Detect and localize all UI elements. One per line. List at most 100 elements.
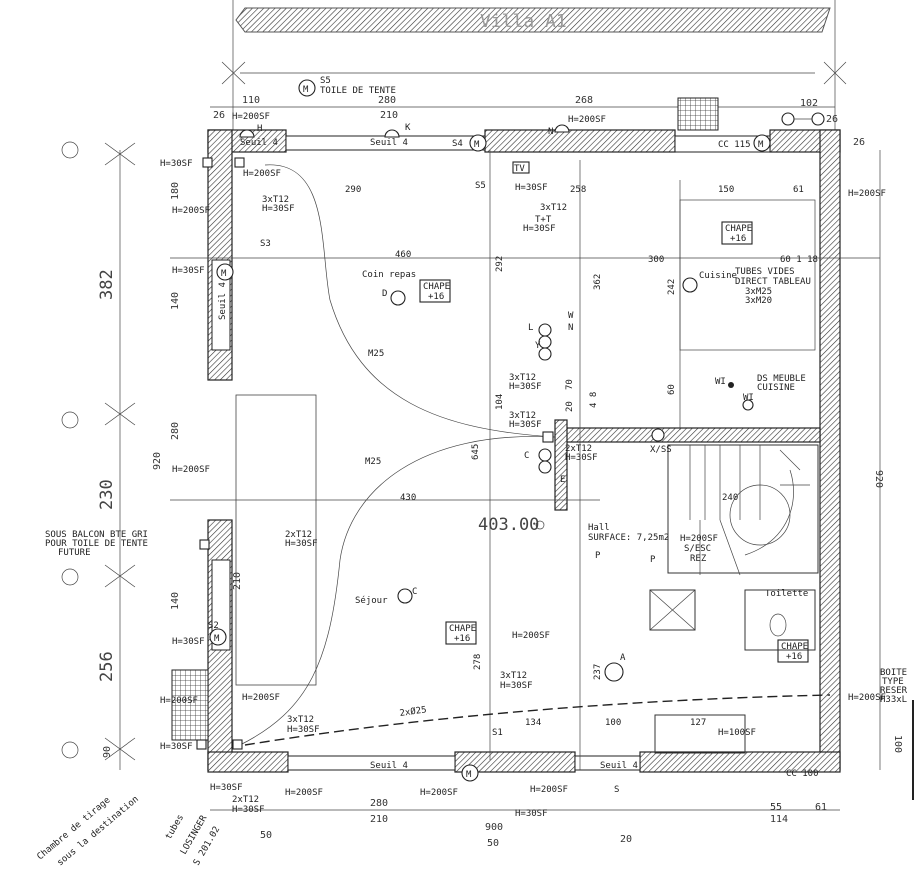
plan-annotation: 900 — [485, 822, 503, 833]
plan-annotation: 237 — [593, 664, 603, 680]
plan-annotation: tubes — [164, 813, 186, 841]
plan-annotation: H=30SF — [565, 453, 598, 463]
plan-annotation: 61 — [815, 802, 827, 813]
plan-annotation: TUBES VIDES — [735, 267, 795, 277]
plan-annotation: H=30SF — [500, 681, 533, 691]
room-kitchen: Cuisine — [699, 271, 737, 281]
cc-top: CC 115 — [718, 140, 751, 150]
window-openings: Seuil 4 Seuil 4 Seuil 4 Seuil 4 Seuil 4 … — [211, 135, 819, 779]
plan-annotation: S — [614, 785, 619, 795]
screed-labels: CHAPE+16 CHAPE+16 CHAPE+16 CHAPE+16 — [419, 221, 809, 663]
plan-annotation: K — [405, 123, 411, 133]
plan-annotation: 460 — [395, 250, 411, 260]
awning-code: S5 — [320, 76, 331, 86]
plan-annotation: S5 — [475, 181, 486, 191]
plan-annotation: 20 — [565, 401, 575, 412]
plan-annotation: H=200SF — [848, 189, 886, 199]
plan-annotation: H=200SF — [172, 206, 210, 216]
plan-annotation: 70 — [565, 379, 575, 390]
plan-annotation: H=30SF — [172, 637, 205, 647]
plan-annotation: S2 — [208, 621, 219, 631]
plan-annotation: H=30SF — [523, 224, 556, 234]
plan-annotation: 290 — [345, 185, 361, 195]
plan-annotation: REZ — [690, 554, 707, 564]
room-wc: Toilette — [765, 589, 808, 599]
plan-annotation: N — [568, 323, 573, 333]
plan-annotation: 362 — [593, 274, 603, 290]
plan-annotation: CHAPE — [423, 282, 450, 292]
plan-annotation: BOITE — [880, 668, 907, 678]
plan-annotation: H=200SF — [512, 631, 550, 641]
interior-grid-lines — [61, 141, 880, 770]
plan-annotation: 2xT12 — [285, 530, 312, 540]
plan-annotation: H=200SF — [848, 693, 886, 703]
title-banner: Villa A1 — [235, 7, 831, 33]
plan-annotation: H — [257, 124, 262, 134]
plan-annotation: M — [214, 634, 220, 644]
right-dimensions: 920 100 — [873, 150, 903, 770]
plan-annotation: 110 — [242, 95, 260, 106]
plan-annotation: TV — [514, 164, 525, 174]
plan-annotation: 300 — [648, 255, 664, 265]
plan-annotation: 292 — [495, 256, 505, 272]
room-labels: Coin repas Cuisine Séjour Hall SURFACE: … — [355, 270, 808, 606]
inner-dimensions: 460 300 290 258 150 61 292 362 242 60 10… — [345, 185, 818, 728]
plan-annotation: CHAPE — [781, 642, 808, 652]
plan-annotation: 127 — [690, 718, 706, 728]
hall-surface: SURFACE: 7,25m2 — [588, 533, 669, 543]
plan-annotation: 280 — [378, 95, 396, 106]
plan-annotation: X/SS — [650, 445, 672, 455]
plan-annotation: T+T — [535, 215, 552, 225]
plan-annotation: C — [412, 587, 417, 597]
plan-annotation: 50 — [260, 830, 272, 841]
motor-s4-symbol — [469, 134, 487, 152]
plan-annotation: +16 — [730, 234, 746, 244]
threshold-left: Seuil 4 — [218, 282, 228, 320]
plan-annotation: 26 — [826, 114, 838, 125]
plan-annotation: H=200SF — [172, 465, 210, 475]
plan-annotation: H=30SF — [515, 183, 548, 193]
plan-annotation: 430 — [400, 493, 416, 503]
plan-annotation: H=30SF — [160, 742, 193, 752]
staircase: H=200SF S/ESC REZ — [667, 444, 819, 576]
plan-annotation: H=200SF — [242, 693, 280, 703]
plan-annotation: M — [466, 770, 472, 780]
kitchen-notes: TUBES VIDES DIRECT TABLEAU 3xM25 3xM20 D… — [682, 267, 811, 411]
plan-annotation: SOUS BALCON BTE GRI — [45, 530, 148, 540]
plan-annotation: W — [568, 311, 574, 321]
plan-annotation: 2xT12 — [565, 444, 592, 454]
plan-annotation: 104 — [495, 394, 505, 410]
plan-annotation: 645 — [471, 444, 481, 460]
plan-annotation: C — [524, 451, 529, 461]
plan-annotation: H=30SF — [262, 204, 295, 214]
plan-annotation: +16 — [428, 292, 444, 302]
plan-annotation: P — [595, 551, 601, 561]
plan-annotation: H=200SF — [232, 112, 270, 122]
plan-annotation: M25 — [368, 349, 384, 359]
plan-annotation: 210 — [380, 110, 398, 121]
plan-annotation: 26 — [853, 137, 865, 148]
room-living: Séjour — [355, 595, 388, 606]
plan-annotation: 150 — [718, 185, 734, 195]
wc-area — [604, 589, 816, 754]
plan-annotation: D — [382, 289, 387, 299]
cc-bottom: CC 100 — [786, 769, 819, 779]
plan-annotation: H=200SF — [420, 788, 458, 798]
threshold-top-left: Seuil 4 — [240, 138, 278, 148]
plan-annotation: Y — [535, 341, 541, 351]
plan-annotation: 3xT12 — [500, 671, 527, 681]
villa-title: Villa A1 — [480, 11, 567, 32]
plan-annotation: 3xT12 — [287, 715, 314, 725]
plan-annotation: 60 1 18 — [780, 255, 818, 265]
plan-annotation: 140 — [170, 592, 181, 610]
chimney-grid — [677, 97, 719, 131]
plan-annotation: 258 — [570, 185, 586, 195]
plan-annotation: +16 — [454, 634, 470, 644]
plan-annotation: H=30SF — [172, 266, 205, 276]
plan-annotation: H=30SF — [210, 783, 243, 793]
plan-annotation: P — [650, 555, 656, 565]
room-dining: Coin repas — [362, 270, 416, 280]
plan-annotation: POUR TOILE DE TENTE — [45, 539, 148, 549]
